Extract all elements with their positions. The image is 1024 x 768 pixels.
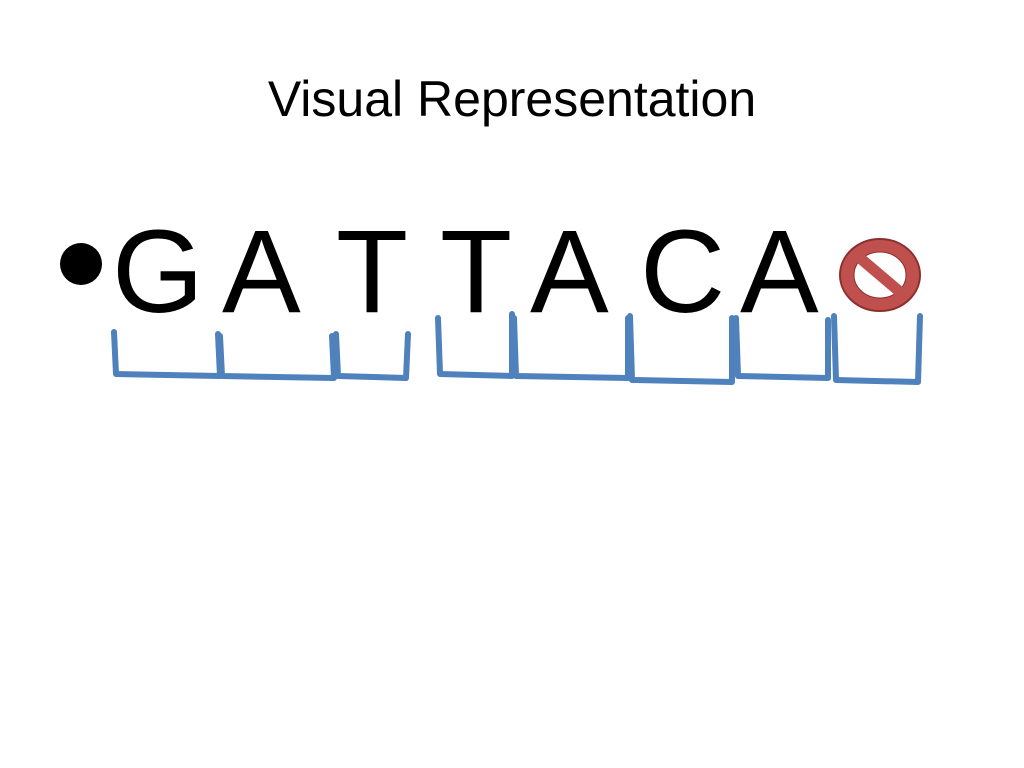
bracket-8 [831,313,923,385]
sequence-letter-7: A [740,206,819,338]
sequence-letter-4: T [440,206,513,338]
sequence-letter-2: A [222,206,301,338]
sequence-letter-1: G [112,206,204,338]
bullet-icon [60,243,102,285]
bracket-3 [333,331,411,381]
bracket-1 [111,329,223,379]
bracket-2 [217,333,337,381]
sequence-letter-3: T [336,206,409,338]
sequence-letter-5: A [530,206,609,338]
sequence-letter-6: C [640,206,726,338]
prohibited-icon [839,238,921,312]
slide-title: Visual Representation [267,71,757,127]
